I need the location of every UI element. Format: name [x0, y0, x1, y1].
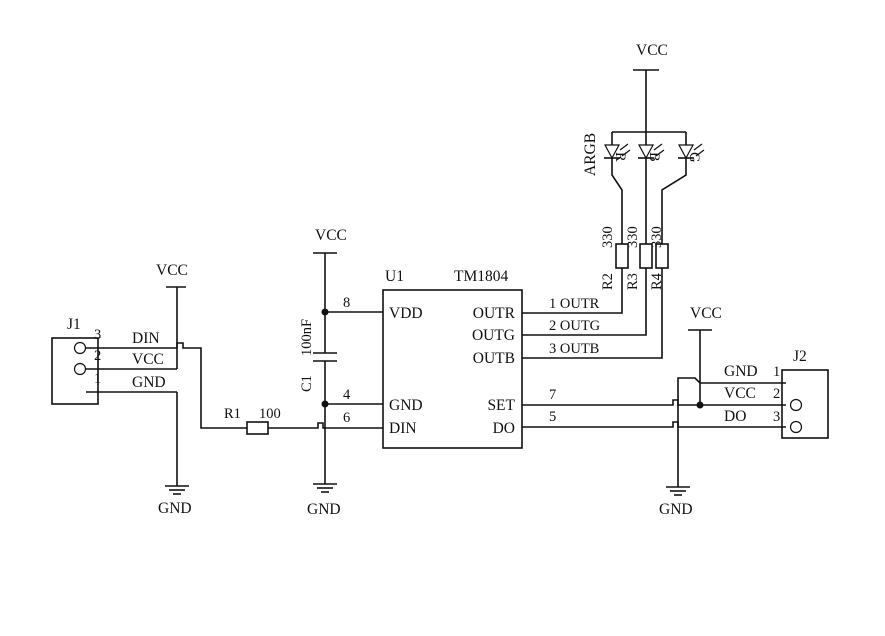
u1-set-label: SET: [487, 397, 515, 414]
gnd-label-c1: GND: [307, 501, 341, 518]
j2-ref: J2: [793, 348, 807, 365]
j2-pin1-num: 1: [773, 364, 780, 380]
resistor-r4: R4 330: [649, 226, 669, 290]
led-g: G: [677, 143, 705, 163]
r2-ref: R2: [600, 273, 616, 290]
net-do-pin: 5: [549, 409, 556, 425]
vcc-symbol-j2: VCC: [688, 305, 722, 331]
u1-gnd-label: GND: [389, 397, 423, 414]
led-b: B: [637, 143, 665, 162]
capacitor-c1: C1 100nF: [299, 319, 337, 392]
u1-din-label: DIN: [389, 420, 417, 437]
led-r: R: [603, 143, 631, 162]
r1-value: 100: [259, 406, 281, 422]
j1-gnd-label: GND: [132, 374, 166, 391]
vcc-label-c1: VCC: [315, 227, 347, 244]
j2-vcc-label: VCC: [724, 385, 756, 402]
gnd-symbol-c1: GND: [307, 483, 341, 518]
u1-pin4-num: 4: [343, 387, 351, 403]
u1-do-label: DO: [493, 420, 515, 437]
u1-ref: U1: [385, 268, 404, 285]
u1-pin6-num: 6: [343, 410, 350, 426]
resistor-r3: R3 330: [625, 226, 653, 290]
c1-ref: C1: [299, 375, 315, 392]
gnd-label-j1: GND: [158, 500, 192, 517]
led-g-label: G: [686, 152, 702, 163]
u1-vdd-label: VDD: [389, 305, 423, 322]
vcc-label-j2: VCC: [690, 305, 722, 322]
j1-ref: J1: [67, 316, 81, 333]
j1-pin3-num: 3: [94, 327, 101, 343]
r2-value: 330: [600, 226, 616, 248]
net-outg: 2 OUTG: [549, 318, 601, 334]
ic-u1: U1 TM1804 8 4 6 VDD GND DIN OUTR OUTG OU…: [343, 268, 523, 449]
junction-j2-vcc: [696, 401, 704, 409]
vcc-label-j1: VCC: [156, 262, 188, 279]
r1-ref: R1: [224, 406, 241, 422]
u1-outb-label: OUTB: [473, 350, 515, 367]
vcc-symbol-led: VCC: [633, 42, 668, 71]
j1-pin1-num: 1: [94, 371, 101, 387]
resistor-r1: R1 100: [224, 406, 281, 435]
vcc-label-led: VCC: [636, 42, 668, 59]
led-r-label: R: [612, 152, 628, 162]
net-outb: 3 OUTB: [549, 341, 599, 357]
connector-j2: J2 1 2 3: [773, 348, 829, 439]
r3-ref: R3: [625, 273, 641, 290]
j2-pin2-num: 2: [773, 386, 780, 402]
j1-vcc-label: VCC: [132, 351, 164, 368]
gnd-label-j2: GND: [659, 501, 693, 518]
u1-pin8-num: 8: [343, 295, 350, 311]
net-set-pin: 7: [549, 387, 556, 403]
vcc-symbol-j1: VCC: [156, 262, 188, 369]
u1-outr-label: OUTR: [473, 305, 516, 322]
gnd-symbol-j2: GND: [659, 486, 693, 518]
resistor-r2: R2 330: [600, 226, 629, 290]
j2-gnd-label: GND: [724, 363, 758, 380]
u1-outg-label: OUTG: [472, 327, 515, 344]
j1-pin2-num: 2: [94, 348, 101, 364]
r4-value: 330: [649, 226, 665, 248]
net-outr: 1 OUTR: [549, 296, 600, 312]
c1-value: 100nF: [299, 319, 315, 356]
gnd-symbol-j1: GND: [158, 485, 192, 517]
j2-do-label: DO: [724, 408, 746, 425]
u1-part: TM1804: [454, 268, 509, 285]
j1-din-label: DIN: [132, 330, 160, 347]
j2-pin3-num: 3: [773, 409, 780, 425]
r4-ref: R4: [649, 272, 665, 290]
led-b-label: B: [646, 152, 662, 162]
connector-j1: J1 3 2 1: [51, 316, 101, 405]
r3-value: 330: [625, 226, 641, 248]
vcc-symbol-c1: VCC: [313, 227, 347, 254]
led-argb-label: ARGB: [582, 133, 599, 176]
